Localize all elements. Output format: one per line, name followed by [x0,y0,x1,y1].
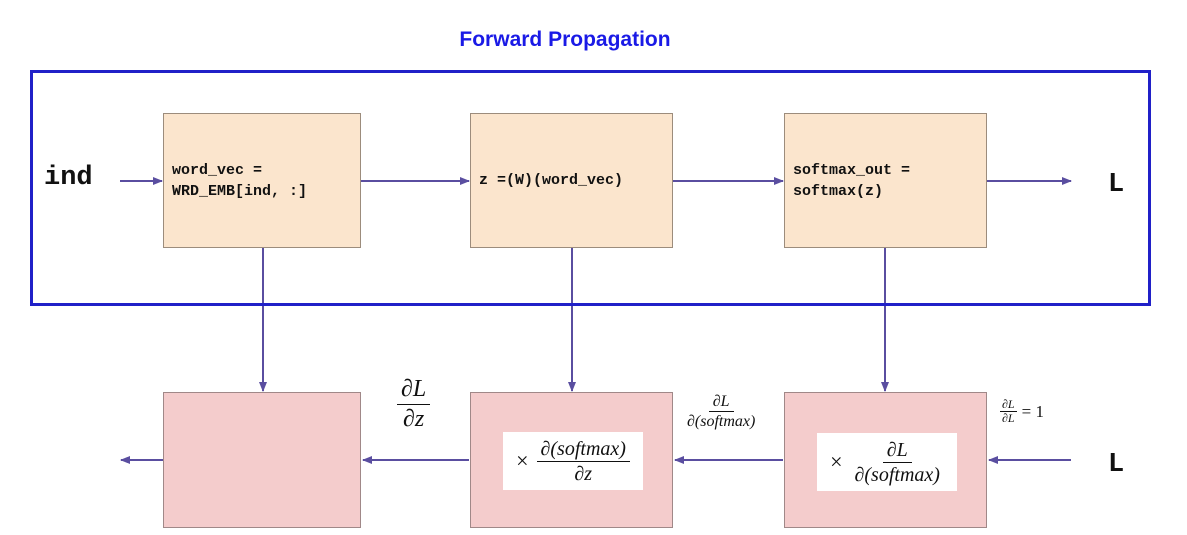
dL-dL-label: ∂L ∂L = 1 [1000,398,1044,425]
softmax-derivative-numerator: ∂(softmax) [536,438,630,462]
softmax-box: softmax_out = softmax(z) [784,113,987,248]
dL-dL-denominator: ∂L [1002,411,1015,425]
dL-dz-label: ∂L ∂z [397,376,431,433]
word-embedding-line2: WRD_EMB[ind, :] [172,182,308,200]
backward-softmax-box: × ∂L ∂(softmax) [784,392,987,528]
word-embedding-box: word_vec = WRD_EMB[ind, :] [163,113,361,248]
backward-input-label: L [1108,450,1125,480]
dL-dsoftmax-denominator: ∂(softmax) [687,413,756,430]
linear-layer-line1: z =(W)(word_vec) [479,172,624,189]
word-embedding-line1: word_vec = [172,161,263,179]
softmax-derivative-denominator: ∂z [574,462,593,485]
times-symbol: × [516,448,529,473]
linear-layer-box: z =(W)(word_vec) [470,113,673,248]
dL-dsoftmax-label: ∂L ∂(softmax) [683,393,759,430]
loss-derivative-term: × ∂L ∂(softmax) [817,433,957,491]
loss-derivative-numerator: ∂L [882,439,912,463]
backward-embedding-box [163,392,361,528]
forward-input-label: ind [44,163,93,193]
dL-dL-numerator: ∂L [1000,397,1017,412]
forward-propagation-frame [30,70,1151,306]
loss-derivative-denominator: ∂(softmax) [854,463,940,486]
softmax-line1: softmax_out = [793,161,911,179]
dL-dz-denominator: ∂z [403,406,425,432]
softmax-derivative-term: × ∂(softmax) ∂z [503,432,643,490]
dL-dz-numerator: ∂L [397,376,431,405]
dL-dsoftmax-numerator: ∂L [708,393,734,412]
backward-linear-box: × ∂(softmax) ∂z [470,392,673,528]
forward-output-label: L [1108,170,1125,200]
diagram-title: Forward Propagation [459,28,671,51]
times-symbol: × [830,449,843,474]
dL-dL-equals: = 1 [1021,401,1044,421]
softmax-line2: softmax(z) [793,182,884,200]
